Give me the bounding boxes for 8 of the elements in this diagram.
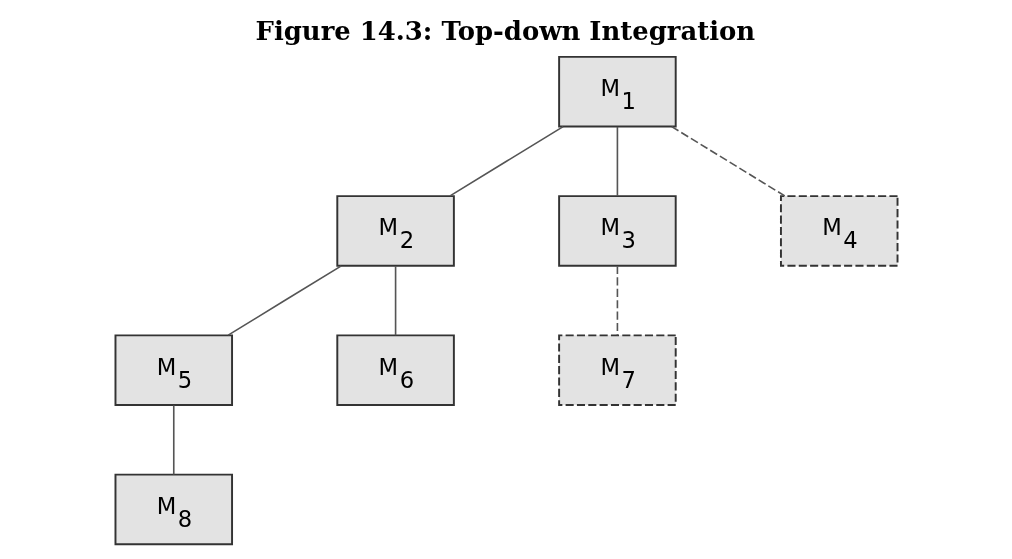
connector [448, 125, 564, 197]
connector [394, 265, 396, 337]
connector [616, 265, 618, 337]
diagram-title: Figure 14.3: Top-down Integration [255, 16, 755, 47]
connector [670, 125, 786, 197]
connector [172, 404, 175, 476]
connector [616, 126, 618, 197]
connector [226, 265, 342, 336]
